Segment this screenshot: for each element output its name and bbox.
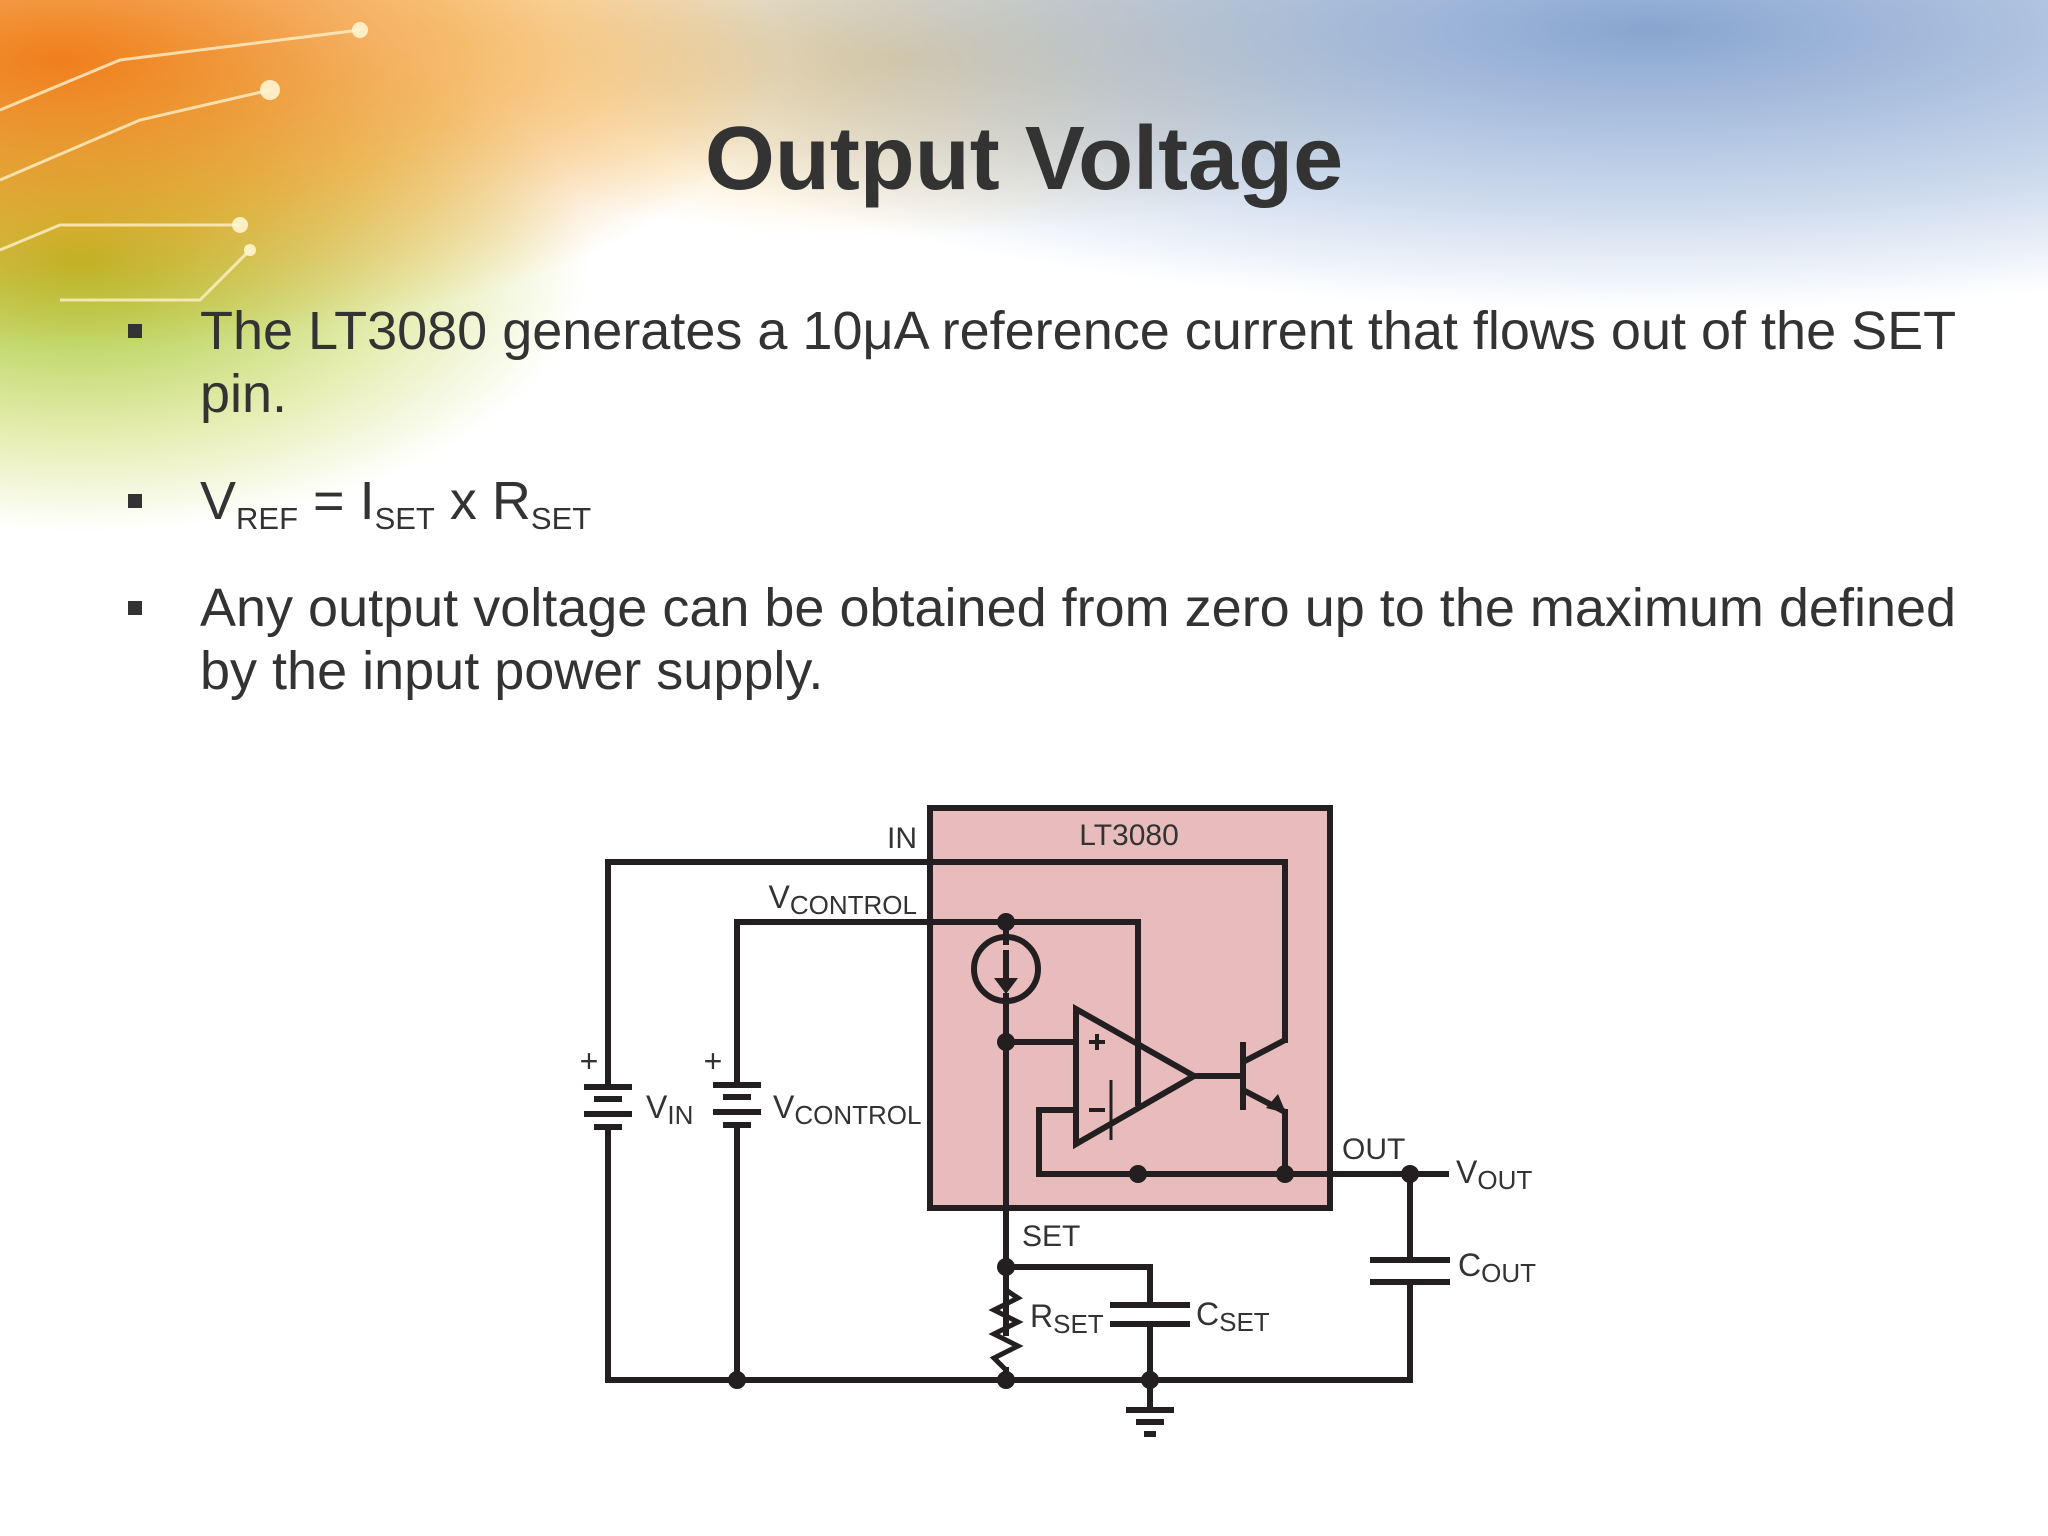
circuit-diagram: LT3080 IN VCONTROL + + VIN VCONTROL OUT … [566,790,1536,1460]
vin-plus-label: + [580,1043,599,1079]
cset-capacitor [1110,1302,1190,1327]
cout-subscript: OUT [1481,1258,1536,1288]
cset-c: C [1196,1296,1219,1332]
formula-equals-i: = I [298,471,375,531]
chip-name-label: LT3080 [1079,819,1179,852]
vcontrol-subscript: CONTROL [794,1100,921,1130]
vin-subscript: IN [667,1100,693,1130]
vin-v: V [646,1089,668,1125]
cout-label: COUT [1458,1247,1536,1288]
bullet-text: Any output voltage can be obtained from … [200,578,1957,701]
wire-feedback [1036,1107,1413,1177]
pin-in-label: IN [887,822,917,855]
vcontrol-v: V [773,1089,795,1125]
vcontrol-label: VCONTROL [773,1089,921,1130]
slide-title: Output Voltage [704,109,1344,209]
formula-v-subscript: REF [236,501,299,536]
cout-capacitor [1370,1257,1450,1285]
vcontrol-battery [713,1082,761,1128]
pin-set-label: SET [1022,1220,1080,1253]
bullet-item-formula: VREF = ISET x RSET [126,470,1966,536]
rset-resistor [988,1287,1024,1372]
vcontrol-pin-subscript: CONTROL [790,890,917,920]
formula-times-r: x R [434,471,531,531]
cout-c: C [1458,1247,1481,1283]
bullet-marker [128,324,142,338]
rset-subscript: SET [1053,1309,1104,1339]
junction-dots [728,913,1419,1389]
pin-out-label: OUT [1342,1133,1405,1166]
vcontrol-pin-v: V [769,879,791,915]
wire-vcontrol-rail [734,919,1141,1106]
vin-label: VIN [646,1089,693,1130]
vin-battery [584,1084,632,1130]
vout-v: V [1456,1154,1478,1190]
bullet-item: Any output voltage can be obtained from … [126,577,1966,703]
vcontrol-plus-label: + [704,1043,723,1079]
bullet-item: The LT3080 generates a 10μA reference cu… [126,300,1966,426]
formula-v: V [200,471,237,531]
bullet-marker [128,494,142,508]
current-source-symbol [971,934,1041,1004]
lt3080-chip-body [927,805,1333,1211]
formula-r-subscript: SET [530,501,592,536]
cset-subscript: SET [1219,1307,1270,1337]
bullet-text: The LT3080 generates a 10μA reference cu… [200,301,1956,424]
rset-r: R [1030,1298,1053,1334]
opamp-symbol [1073,1003,1201,1150]
formula-i-subscript: SET [374,501,435,536]
rset-label: RSET [1030,1298,1104,1339]
bullet-marker [128,601,142,615]
vcontrol-pin-label: VCONTROL [769,879,917,920]
vout-label: VOUT [1456,1154,1532,1195]
wire-set-cset [1003,1264,1153,1308]
wire-in-rail [605,859,1288,1090]
bullet-list: The LT3080 generates a 10μA reference cu… [126,300,1966,703]
ground-symbol [1126,1407,1174,1437]
vout-subscript: OUT [1477,1165,1532,1195]
npn-transistor-symbol [1240,1037,1287,1115]
cset-label: CSET [1196,1296,1270,1337]
